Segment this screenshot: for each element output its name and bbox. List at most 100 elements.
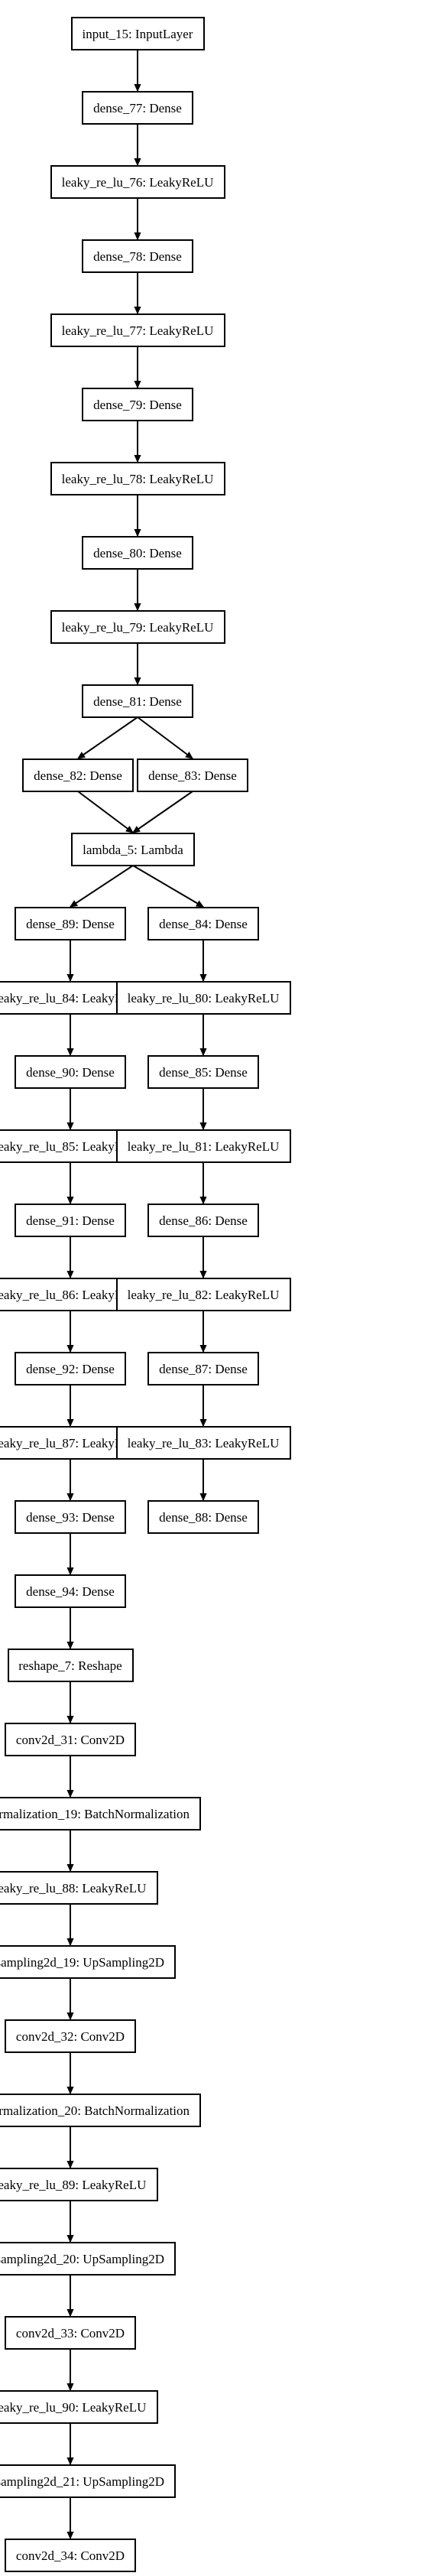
layer-box (8, 1649, 134, 1682)
layer-label: batch_normalization_20: BatchNormalizati… (0, 2103, 190, 2118)
layer-label: leaky_re_lu_90: LeakyReLU (0, 2400, 146, 2415)
edge-dense-82-to-lambda-5 (77, 791, 133, 833)
layer-label: leaky_re_lu_76: LeakyReLU (62, 175, 214, 190)
layer-node-lrelu-82: leaky_re_lu_82: LeakyReLU (116, 1278, 291, 1311)
layer-box (5, 2316, 136, 2350)
layer-box (15, 907, 126, 940)
layer-node-lrelu-76: leaky_re_lu_76: LeakyReLU (50, 165, 225, 199)
layer-label: lambda_5: Lambda (83, 843, 183, 857)
layer-box (147, 1352, 259, 1385)
layer-box (15, 1204, 126, 1237)
layer-label: conv2d_32: Conv2D (16, 2029, 125, 2044)
layer-label: dense_89: Dense (26, 917, 115, 931)
layer-label: input_15: InputLayer (83, 27, 193, 41)
layer-label: dense_83: Dense (148, 768, 237, 783)
layer-label: up_sampling2d_19: UpSampling2D (0, 1955, 164, 1970)
layer-node-dense-78: dense_78: Dense (82, 239, 193, 273)
edge-lambda-5-to-dense-84 (132, 865, 203, 908)
layer-node-dense-86: dense_86: Dense (147, 1204, 259, 1237)
edge-dense-83-to-lambda-5 (133, 791, 193, 833)
layer-node-dense-85: dense_85: Dense (147, 1055, 259, 1089)
layer-label: batch_normalization_19: BatchNormalizati… (0, 1807, 190, 1821)
layer-box (116, 1129, 291, 1163)
layer-node-lrelu-77: leaky_re_lu_77: LeakyReLU (50, 313, 225, 347)
layer-node-lambda-5: lambda_5: Lambda (71, 833, 195, 866)
layer-label: dense_86: Dense (159, 1213, 248, 1228)
layer-node-dense-80: dense_80: Dense (82, 536, 193, 570)
layer-box (15, 1500, 126, 1534)
layer-box (147, 1500, 259, 1534)
layer-box (15, 1574, 126, 1608)
layer-node-dense-88: dense_88: Dense (147, 1500, 259, 1534)
layer-label: leaky_re_lu_83: LeakyReLU (128, 1436, 280, 1450)
layer-node-dense-81: dense_81: Dense (82, 684, 193, 718)
layer-label: dense_78: Dense (93, 249, 182, 264)
layer-label: leaky_re_lu_89: LeakyReLU (0, 2178, 146, 2192)
layer-label: reshape_7: Reshape (18, 1658, 122, 1673)
layer-label: dense_79: Dense (93, 398, 182, 412)
layer-node-lrelu-78: leaky_re_lu_78: LeakyReLU (50, 462, 225, 495)
layer-box (50, 165, 225, 199)
layer-label: leaky_re_lu_86: LeakyReLU (0, 1288, 146, 1302)
layer-node-conv2d-32: conv2d_32: Conv2D (5, 2019, 136, 2053)
nodes-layer: input_15: InputLayer dense_77: Dense leaky… (0, 17, 291, 2572)
layer-box (22, 759, 134, 792)
layer-node-dense-87: dense_87: Dense (147, 1352, 259, 1385)
layer-label: dense_85: Dense (159, 1065, 248, 1080)
layer-node-lrelu-83: leaky_re_lu_83: LeakyReLU (116, 1426, 291, 1460)
layer-node-conv2d-33: conv2d_33: Conv2D (5, 2316, 136, 2350)
edge-dense-81-to-dense-82 (78, 716, 138, 759)
layer-label: leaky_re_lu_79: LeakyReLU (62, 620, 214, 635)
layer-box (116, 1278, 291, 1311)
layer-node-dense-83: dense_83: Dense (137, 759, 248, 792)
layer-box (15, 1352, 126, 1385)
layer-box (82, 91, 193, 125)
layer-box (0, 2168, 158, 2201)
layer-label: dense_81: Dense (93, 694, 182, 709)
layer-label: dense_94: Dense (26, 1584, 115, 1599)
layer-node-bn-20: batch_normalization_20: BatchNormalizati… (0, 2094, 201, 2127)
layer-node-conv2d-34: conv2d_34: Conv2D (5, 2539, 136, 2572)
layer-label: leaky_re_lu_85: LeakyReLU (0, 1139, 146, 1154)
layer-label: leaky_re_lu_78: LeakyReLU (62, 472, 214, 486)
layer-node-dense-90: dense_90: Dense (15, 1055, 126, 1089)
layer-box (50, 610, 225, 644)
layer-node-input-15: input_15: InputLayer (71, 17, 205, 50)
layer-node-dense-92: dense_92: Dense (15, 1352, 126, 1385)
layer-box (5, 1723, 136, 1756)
layer-box (137, 759, 248, 792)
layer-box (5, 2019, 136, 2053)
layer-node-bn-19: batch_normalization_19: BatchNormalizati… (0, 1797, 201, 1830)
layer-box (0, 1945, 176, 1979)
layer-label: dense_80: Dense (93, 546, 182, 560)
layer-label: leaky_re_lu_84: LeakyReLU (0, 991, 146, 1005)
layer-node-up-19: up_sampling2d_19: UpSampling2D (0, 1945, 176, 1979)
layer-label: up_sampling2d_20: UpSampling2D (0, 2252, 164, 2266)
layer-box (147, 1055, 259, 1089)
layer-label: leaky_re_lu_88: LeakyReLU (0, 1881, 146, 1895)
layer-node-dense-82: dense_82: Dense (22, 759, 134, 792)
layer-node-dense-77: dense_77: Dense (82, 91, 193, 125)
layer-label: dense_88: Dense (159, 1510, 248, 1525)
layer-label: leaky_re_lu_77: LeakyReLU (62, 323, 214, 338)
layer-box (116, 981, 291, 1015)
layer-label: leaky_re_lu_82: LeakyReLU (128, 1288, 280, 1302)
layer-node-dense-84: dense_84: Dense (147, 907, 259, 940)
layer-label: leaky_re_lu_80: LeakyReLU (128, 991, 280, 1005)
layer-box (147, 907, 259, 940)
layer-box (5, 2539, 136, 2572)
layer-box (0, 2464, 176, 2498)
layer-label: dense_93: Dense (26, 1510, 115, 1525)
layer-box (71, 17, 205, 50)
layer-box (50, 313, 225, 347)
layer-box (82, 388, 193, 421)
edge-dense-81-to-dense-83 (137, 716, 193, 759)
layer-node-lrelu-81: leaky_re_lu_81: LeakyReLU (116, 1129, 291, 1163)
layer-label: up_sampling2d_21: UpSampling2D (0, 2474, 164, 2489)
layer-box (0, 2094, 201, 2127)
layer-box (0, 2242, 176, 2276)
layer-label: dense_92: Dense (26, 1362, 115, 1376)
layer-box (147, 1204, 259, 1237)
edge-lambda-5-to-dense-89 (70, 865, 134, 908)
